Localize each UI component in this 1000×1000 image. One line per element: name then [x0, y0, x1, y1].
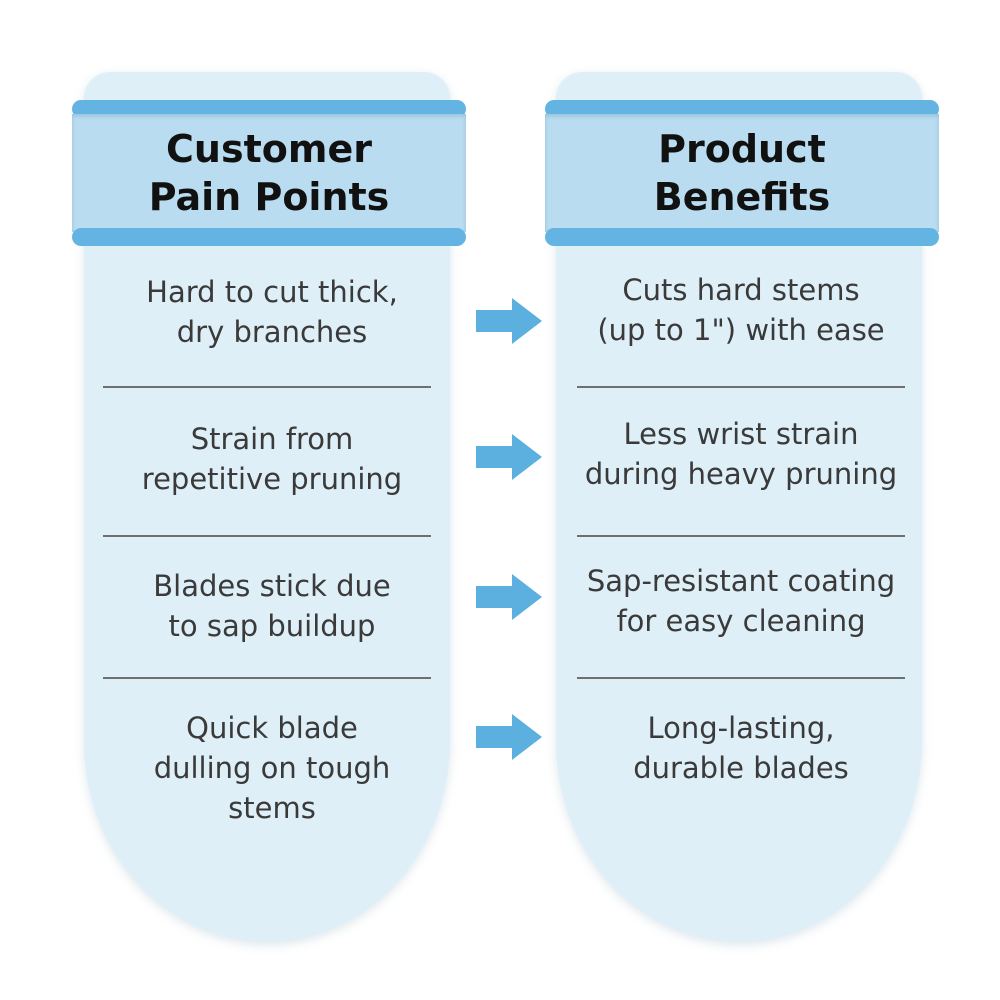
benefit-2: Less wrist strain during heavy pruning — [584, 417, 898, 491]
benefit-1: Cuts hard stems (up to 1") with ease — [597, 273, 885, 347]
pain-point-4: Quick blade dulling on tough stems — [153, 711, 391, 825]
banner-edge-bottom — [72, 228, 466, 246]
arrow-right-icon — [476, 298, 542, 344]
arrow-right-icon — [476, 434, 542, 480]
left-divider-1 — [103, 386, 431, 388]
pain-points-title: Customer Pain Points — [148, 127, 390, 219]
banner-band — [72, 114, 466, 232]
banner-band — [545, 114, 939, 232]
right-divider-1 — [577, 386, 905, 388]
benefits-title: Product Benefits — [653, 127, 831, 219]
arrow-right-icon — [476, 574, 542, 620]
arrow-right-icon — [476, 714, 542, 760]
left-divider-2 — [103, 535, 431, 537]
banner-edge-top — [72, 100, 466, 118]
banner-edge-bottom — [545, 228, 939, 246]
right-divider-2 — [577, 535, 905, 537]
benefit-4: Long-lasting, durable blades — [633, 711, 849, 785]
benefits-banner: Product Benefits — [545, 100, 939, 246]
pain-points-banner: Customer Pain Points — [72, 100, 466, 246]
left-divider-3 — [103, 677, 431, 679]
pain-point-2: Strain from repetitive pruning — [141, 422, 403, 496]
banner-edge-top — [545, 100, 939, 118]
benefit-3: Sap-resistant coating for easy cleaning — [586, 564, 896, 638]
right-divider-3 — [577, 677, 905, 679]
pain-point-1: Hard to cut thick, dry branches — [146, 275, 398, 349]
pain-point-3: Blades stick due to sap buildup — [153, 569, 391, 643]
